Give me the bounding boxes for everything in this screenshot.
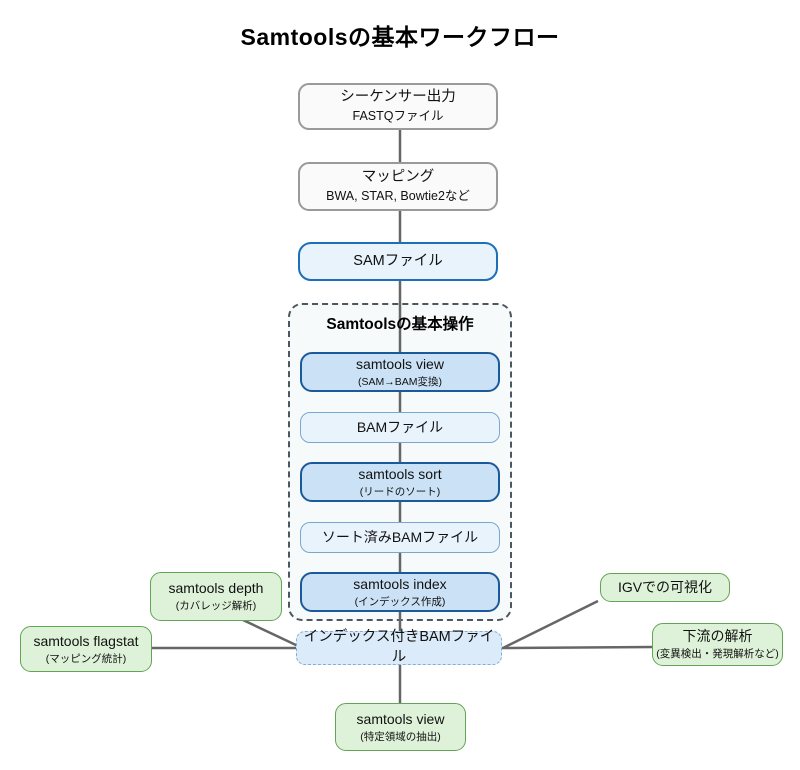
node-label: samtools sort xyxy=(358,465,442,482)
node-label: samtools view xyxy=(356,355,444,372)
node-label: IGVでの可視化 xyxy=(617,579,713,596)
node-samtools-flagstat: samtools flagstat (マッピング統計) xyxy=(20,626,152,672)
node-sublabel: (変異検出・発現解析など) xyxy=(656,648,779,661)
node-samtools-sort: samtools sort (リードのソート) xyxy=(300,462,500,502)
diagram-title: Samtoolsの基本ワークフロー xyxy=(240,24,560,50)
node-downstream-analysis: 下流の解析 (変異検出・発現解析など) xyxy=(652,623,783,666)
node-sublabel: (リードのソート) xyxy=(359,485,441,498)
node-label: BAMファイル xyxy=(356,419,444,436)
node-label: samtools view xyxy=(356,710,445,727)
node-label: 下流の解析 xyxy=(682,628,753,645)
node-bam-file: BAMファイル xyxy=(300,412,500,443)
node-label: samtools index xyxy=(353,575,447,592)
node-sequencer-output: シーケンサー出力 FASTQファイル xyxy=(298,83,498,130)
node-label: ソート済みBAMファイル xyxy=(321,529,479,546)
node-label: samtools flagstat xyxy=(33,632,139,649)
node-mapping: マッピング BWA, STAR, Bowtie2など xyxy=(298,162,498,211)
node-sublabel: (SAM→BAM変換) xyxy=(358,375,442,388)
node-label: samtools depth xyxy=(168,580,264,597)
node-sorted-bam-file: ソート済みBAMファイル xyxy=(300,522,500,553)
node-label: インデックス付きBAMファイル xyxy=(303,629,495,665)
node-samtools-view-region: samtools view (特定領域の抽出) xyxy=(335,703,466,751)
node-label: SAMファイル xyxy=(353,252,443,269)
basic-operations-title: Samtoolsの基本操作 xyxy=(326,316,474,333)
node-sublabel: (特定領域の抽出) xyxy=(360,730,441,743)
node-sublabel: (カバレッジ解析) xyxy=(175,600,257,613)
node-samtools-view: samtools view (SAM→BAM変換) xyxy=(300,352,500,392)
node-label: シーケンサー出力 xyxy=(340,88,456,105)
node-sublabel: FASTQファイル xyxy=(352,109,444,124)
node-samtools-depth: samtools depth (カバレッジ解析) xyxy=(150,572,282,621)
node-sublabel: (インデックス作成) xyxy=(354,595,446,608)
node-sam-file: SAMファイル xyxy=(298,242,498,281)
node-indexed-bam-file: インデックス付きBAMファイル xyxy=(296,629,502,665)
node-sublabel: (マッピング統計) xyxy=(45,652,127,665)
node-sublabel: BWA, STAR, Bowtie2など xyxy=(326,189,470,204)
node-label: マッピング xyxy=(361,168,435,185)
node-samtools-index: samtools index (インデックス作成) xyxy=(300,572,500,612)
node-igv-visualization: IGVでの可視化 xyxy=(600,573,730,602)
